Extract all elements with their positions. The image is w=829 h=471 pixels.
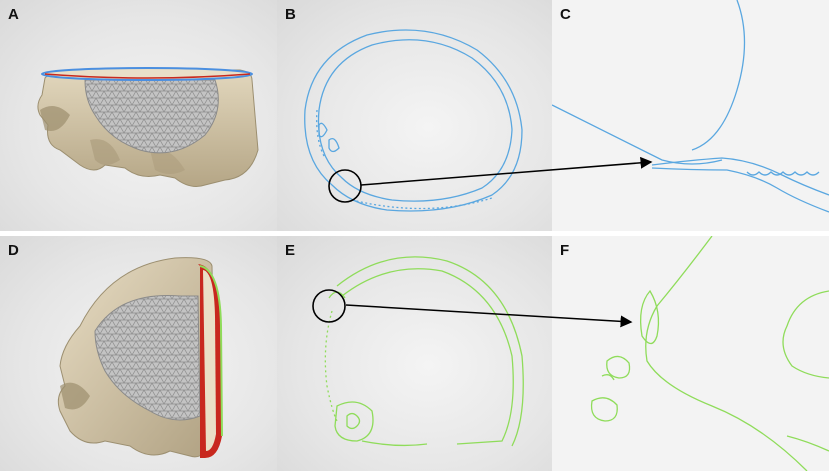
panel-b: B bbox=[277, 0, 552, 231]
inner-contour-e bbox=[341, 268, 514, 445]
skull-render-d bbox=[57, 257, 223, 458]
zoom-circle-e bbox=[312, 289, 346, 323]
contour-blue-b bbox=[304, 29, 523, 212]
panel-a: A bbox=[0, 0, 277, 231]
panel-e-label: E bbox=[285, 242, 296, 259]
zoom-circle-b bbox=[328, 169, 362, 203]
panel-d: D bbox=[0, 236, 277, 471]
outer-contour bbox=[304, 29, 523, 212]
skull-render-a bbox=[37, 67, 259, 187]
panel-b-label: B bbox=[285, 6, 296, 23]
panel-c-label: C bbox=[560, 6, 571, 23]
inner-contour bbox=[317, 39, 513, 202]
panel-c: C bbox=[552, 0, 829, 231]
outer-contour-e bbox=[336, 256, 524, 447]
panel-a-label: A bbox=[8, 6, 19, 23]
contour-blue-zoom-c bbox=[552, 0, 829, 213]
panel-e: E bbox=[277, 236, 552, 471]
contour-green-zoom-f bbox=[590, 236, 829, 471]
panel-f: F bbox=[552, 236, 829, 471]
panel-d-label: D bbox=[8, 242, 19, 259]
contour-green-e bbox=[312, 256, 524, 447]
panel-f-label: F bbox=[560, 242, 570, 259]
